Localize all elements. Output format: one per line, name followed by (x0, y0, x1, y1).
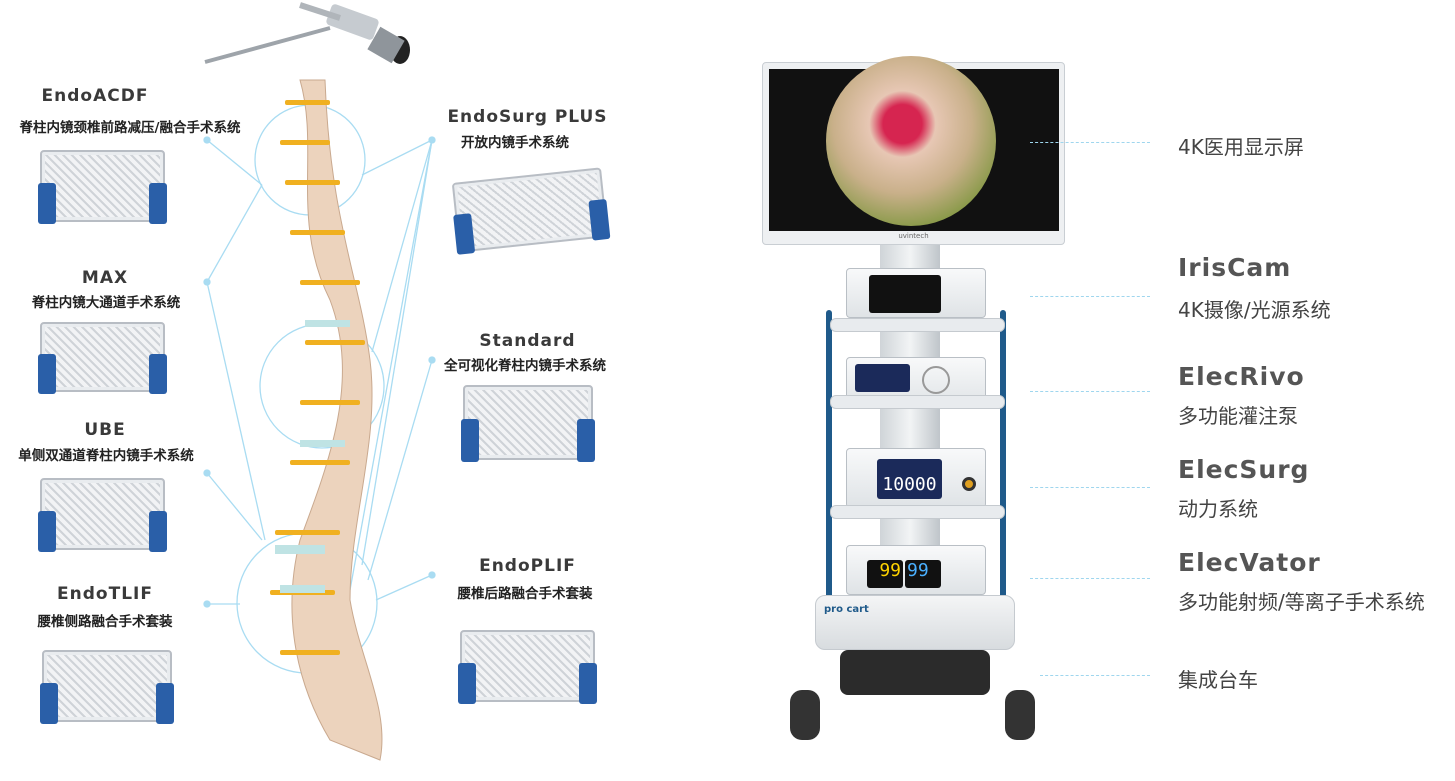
product-subtitle-endosurg-plus: 开放内镜手术系统 (461, 135, 569, 151)
label-elecsurg-name: ElecSurg (1178, 455, 1310, 484)
product-subtitle-endotlif: 腰椎侧路融合手术套装 (37, 614, 173, 630)
connector-line-elecrivo (1030, 391, 1150, 392)
label-monitor: 4K医用显示屏 (1178, 135, 1304, 159)
endoscopic-image (826, 56, 996, 226)
iriscam-unit (846, 268, 986, 318)
label-cart: 集成台车 (1178, 668, 1258, 692)
product-name-max: MAX (81, 268, 129, 288)
rf-left-display: 99 (867, 560, 903, 588)
product-subtitle-standard: 全可视化脊柱内镜手术系统 (444, 358, 606, 374)
label-elecvator-sub: 多功能射频/等离子手术系统 (1178, 590, 1425, 614)
power-display: 10000 (877, 459, 942, 499)
tray-standard (461, 385, 595, 462)
elecvator-unit: 99 99 (846, 545, 986, 595)
monitor-brand: uvintech (898, 232, 929, 240)
product-name-ube: UBE (84, 420, 126, 440)
rf-right-display: 99 (905, 560, 941, 588)
elecsurg-unit: 10000 (846, 448, 986, 508)
product-name-endotlif: EndoTLIF (57, 584, 153, 604)
product-name-endoacdf: EndoACDF (41, 86, 149, 106)
product-subtitle-max: 脊柱内镜大通道手术系统 (31, 295, 181, 311)
label-iriscam-name: IrisCam (1178, 253, 1292, 282)
tray-endoplif (458, 630, 597, 704)
tray-ube (38, 478, 167, 552)
tray-endotlif (40, 650, 174, 724)
product-name-endosurg-plus: EndoSurg PLUS (447, 107, 608, 127)
label-elecrivo-sub: 多功能灌注泵 (1178, 404, 1298, 428)
connector-line-iriscam (1030, 296, 1150, 297)
connector-line-cart (1040, 675, 1150, 676)
product-name-endoplif: EndoPLIF (479, 556, 576, 576)
label-elecsurg-sub: 动力系统 (1178, 497, 1258, 521)
connector-line-elecsurg (1030, 487, 1150, 488)
product-name-standard: Standard (479, 331, 576, 351)
endoscope-illustration (204, 2, 410, 64)
connector-lines (203, 2, 436, 761)
label-iriscam-sub: 4K摄像/光源系统 (1178, 298, 1331, 322)
tray-max (38, 322, 167, 394)
product-subtitle-ube: 单侧双通道脊柱内镜手术系统 (18, 448, 194, 464)
tray-endoacdf (38, 150, 167, 224)
product-subtitle-endoacdf: 脊柱内镜颈椎前路减压/融合手术系统 (19, 120, 241, 136)
monitor: uvintech (762, 56, 1065, 245)
connector-line-monitor (1030, 142, 1150, 143)
connector-line-elecvator (1030, 578, 1150, 579)
label-elecvator-name: ElecVator (1178, 548, 1321, 577)
spine-illustration (270, 79, 383, 761)
cart-brand: pro cart (824, 604, 869, 615)
product-subtitle-endoplif: 腰椎后路融合手术套装 (457, 586, 593, 602)
label-elecrivo-name: ElecRivo (1178, 362, 1305, 391)
